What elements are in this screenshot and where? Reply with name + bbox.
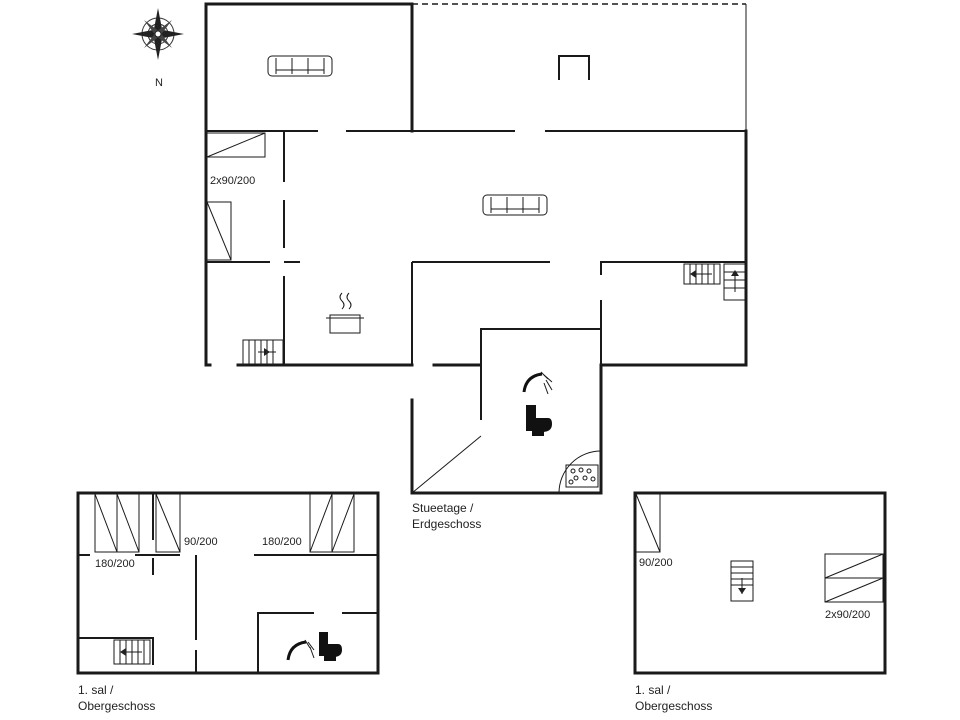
first-floor-left-caption: 1. sal / Obergeschoss [78, 682, 155, 714]
fireplace-icon [558, 55, 590, 80]
bed-icon [94, 493, 140, 553]
ground-floor-caption-line2: Erdgeschoss [412, 517, 482, 531]
toilet-icon [319, 632, 342, 661]
toilet-icon [526, 405, 552, 436]
bed-icon [635, 493, 661, 553]
staircase-icon [683, 263, 747, 301]
sauna-stove-icon [558, 450, 602, 494]
ff-right-bed1-label: 90/200 [639, 557, 673, 569]
first-floor-right-plan: 90/200 2x90/200 [633, 491, 887, 675]
ground-bed-label: 2x90/200 [210, 175, 255, 187]
ground-floor-caption-line1: Stueetage / [412, 501, 474, 515]
bed-icon [206, 132, 266, 158]
shower-icon [522, 371, 553, 395]
sofa-icon [482, 194, 548, 216]
staircase-icon [730, 560, 754, 602]
sofa-icon [267, 55, 333, 77]
ff-left-bed2-label: 90/200 [184, 536, 218, 548]
shower-icon [286, 639, 315, 661]
ff-right-caption-line1: 1. sal / [635, 683, 671, 697]
first-floor-right-caption: 1. sal / Obergeschoss [635, 682, 712, 714]
bed-icon [206, 201, 232, 261]
cooking-pot-icon [326, 292, 364, 334]
bed-icon [309, 493, 355, 553]
compass-icon [132, 8, 184, 60]
ff-right-caption-line2: Obergeschoss [635, 699, 713, 713]
ff-left-caption-line1: 1. sal / [78, 683, 114, 697]
ff-right-bed2-label: 2x90/200 [825, 609, 870, 621]
staircase-icon [113, 639, 151, 665]
ff-left-bed1-label: 180/200 [95, 558, 135, 570]
bed-icon [824, 553, 884, 603]
ground-floor-plan: 2x90/200 [204, 2, 748, 495]
staircase-icon [242, 339, 284, 365]
ground-floor-caption: Stueetage / Erdgeschoss [412, 500, 481, 532]
first-floor-left-plan: 180/200 90/200 180/200 [76, 491, 380, 675]
compass-north-label: N [155, 77, 163, 89]
bed-icon [155, 493, 181, 553]
ff-left-bed3-label: 180/200 [262, 536, 302, 548]
ff-left-caption-line2: Obergeschoss [78, 699, 156, 713]
